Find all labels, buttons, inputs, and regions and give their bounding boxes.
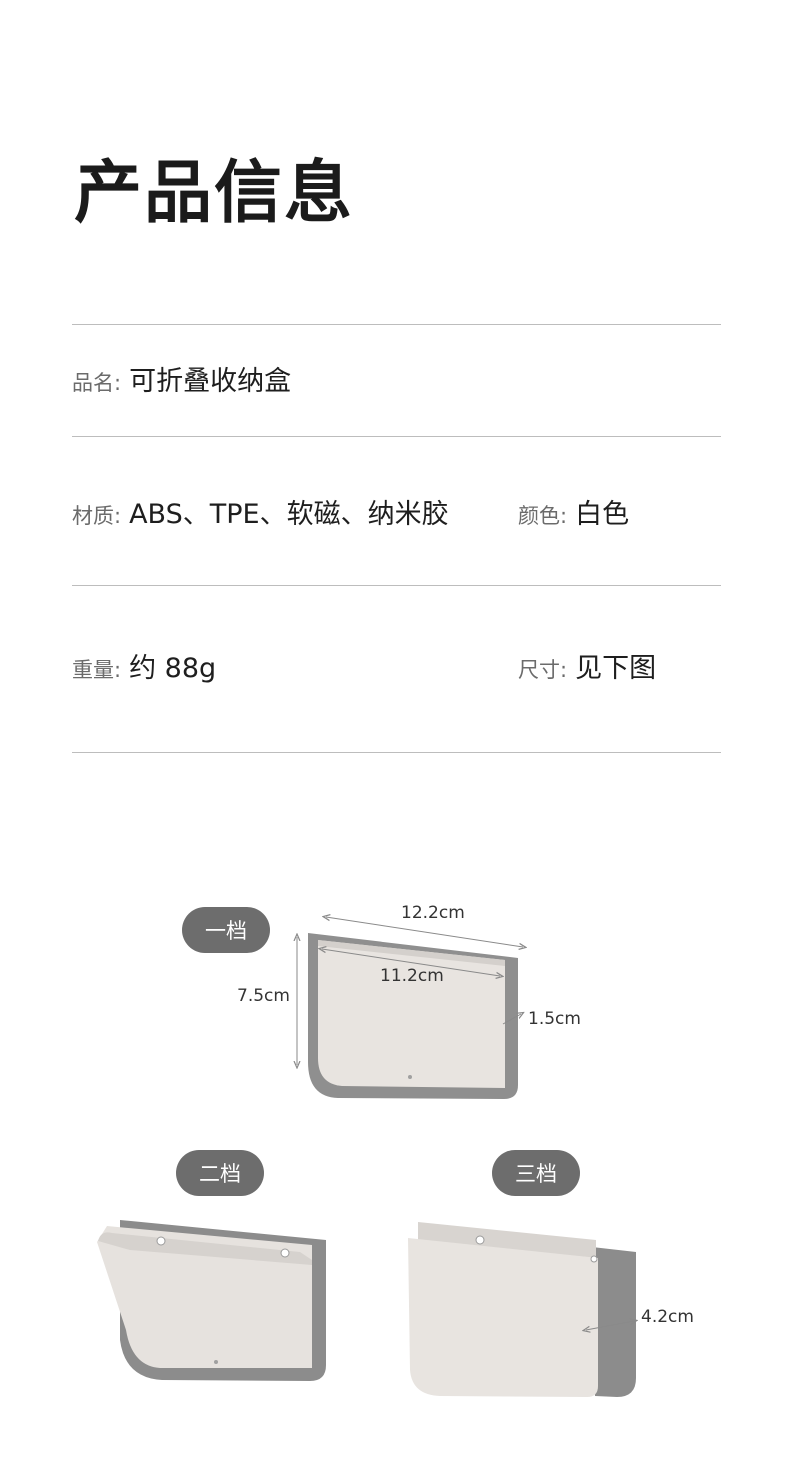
gear2-pill: 二档 bbox=[176, 1150, 264, 1196]
label-width-outer: 12.2cm bbox=[401, 903, 465, 923]
label-width-inner: 11.2cm bbox=[380, 966, 444, 986]
divider bbox=[72, 436, 721, 437]
dimension-line-outer-width bbox=[326, 917, 523, 947]
gear3-pill: 三档 bbox=[492, 1150, 580, 1196]
divider bbox=[72, 585, 721, 586]
material-field: 材质: ABS、TPE、软磁、纳米胶 bbox=[72, 501, 449, 528]
material-label: 材质: bbox=[72, 504, 122, 528]
size-label: 尺寸: bbox=[518, 658, 568, 682]
weight-label: 重量: bbox=[72, 658, 122, 682]
product-name-value: 可折叠收纳盒 bbox=[129, 366, 292, 397]
color-value: 白色 bbox=[575, 499, 630, 530]
color-label: 颜色: bbox=[518, 504, 568, 528]
product-name-field: 品名: 可折叠收纳盒 bbox=[72, 368, 291, 395]
size-field: 尺寸: 见下图 bbox=[518, 655, 656, 682]
divider bbox=[72, 324, 721, 325]
box-gear1-illustration bbox=[308, 933, 518, 1099]
dimension-line-depth-gear3 bbox=[586, 1321, 634, 1330]
weight-value: 约 88g bbox=[129, 653, 217, 684]
label-depth: 1.5cm bbox=[528, 1009, 581, 1029]
weight-field: 重量: 约 88g bbox=[72, 655, 216, 682]
dimension-line-depth bbox=[502, 1014, 521, 1025]
box-gear2-illustration bbox=[97, 1220, 326, 1381]
label-height: 7.5cm bbox=[237, 986, 290, 1006]
dimension-line-inner-width bbox=[322, 949, 500, 976]
product-name-label: 品名: bbox=[72, 371, 122, 395]
label-depth-gear3: 4.2cm bbox=[641, 1307, 694, 1327]
color-field: 颜色: 白色 bbox=[518, 501, 629, 528]
page-title: 产品信息 bbox=[74, 154, 355, 233]
box-gear3-illustration bbox=[408, 1222, 636, 1397]
gear1-pill: 一档 bbox=[182, 907, 270, 953]
size-value: 见下图 bbox=[575, 653, 657, 684]
divider bbox=[72, 752, 721, 753]
material-value: ABS、TPE、软磁、纳米胶 bbox=[129, 499, 449, 530]
